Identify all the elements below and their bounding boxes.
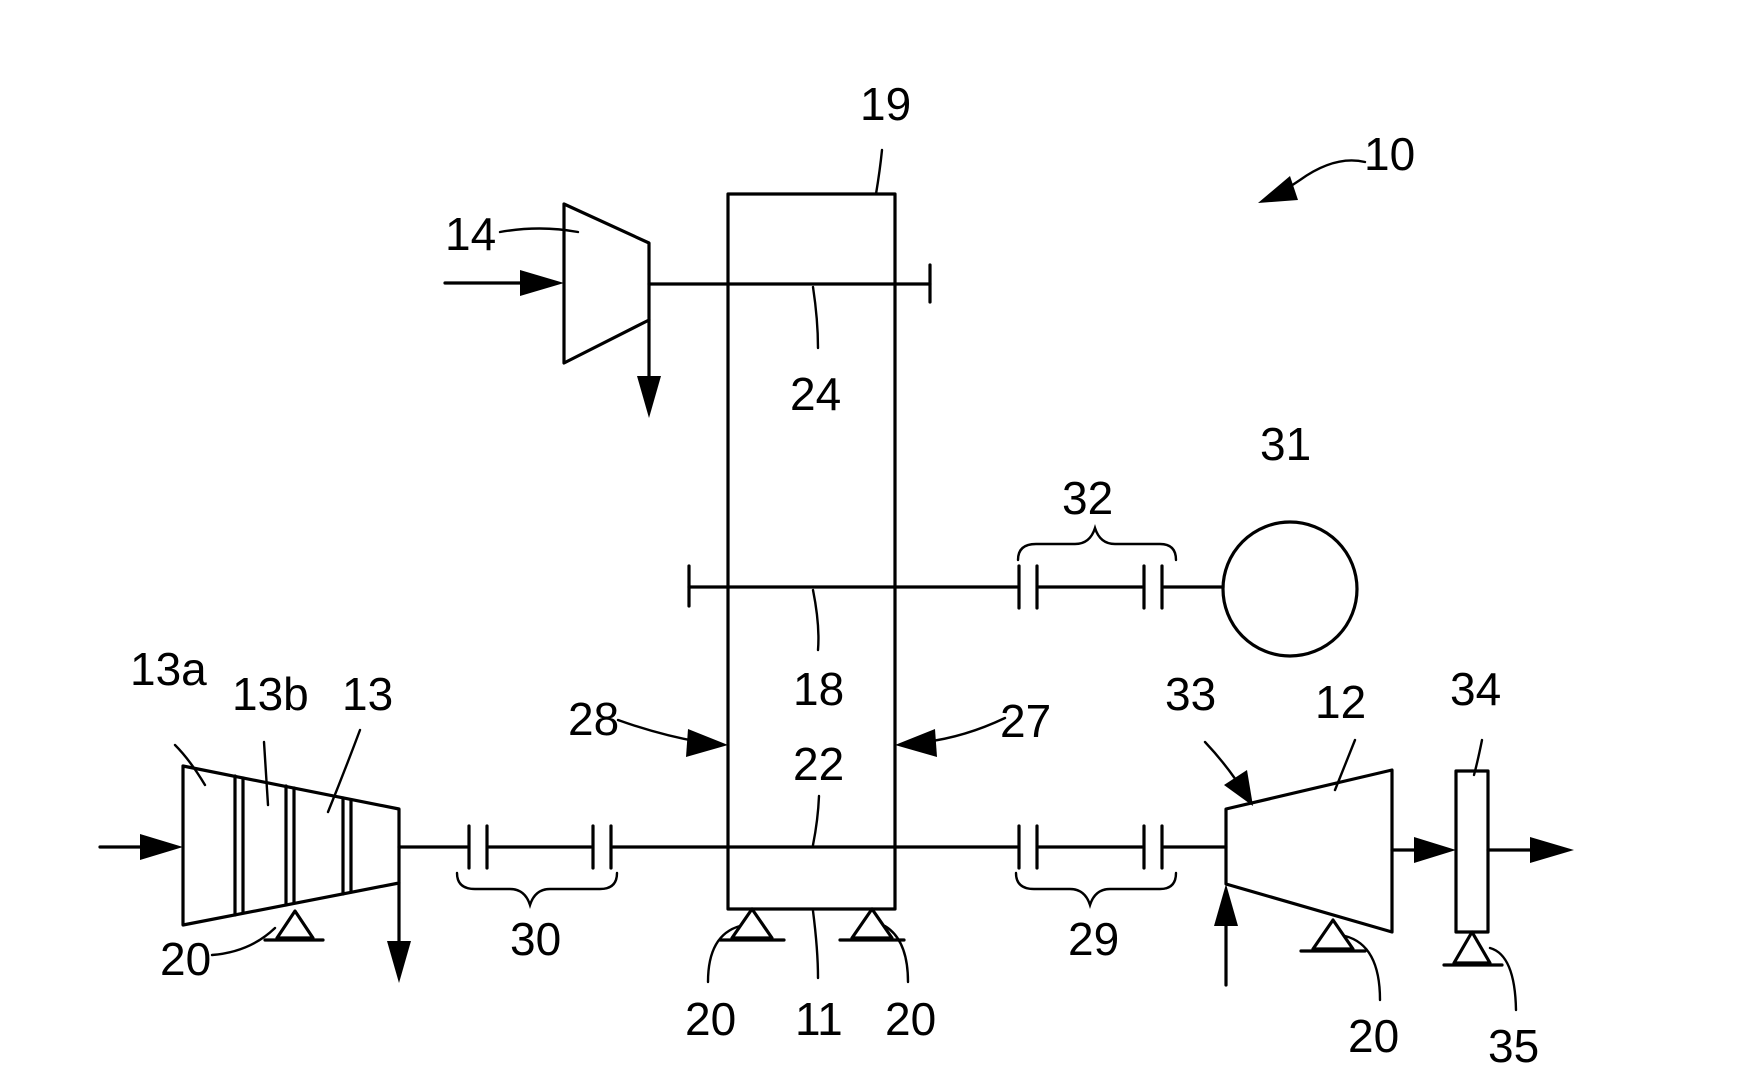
label-11: 11 [795,993,843,1045]
leader-13b [264,742,268,805]
label-13a: 13a [130,643,207,695]
leader-19 [876,150,882,194]
compressor-14-inlet-arrowhead [520,270,564,296]
bearing-support-35 [1454,932,1490,963]
arrow-33-line [1205,742,1236,780]
compressor-13-outlet-arrowhead [387,941,411,983]
motor-31 [1223,522,1357,656]
arrow-10-arrowhead [1258,176,1298,203]
compressor-13 [183,766,399,925]
leader-35 [1490,948,1516,1010]
gear-casing [728,194,895,909]
label-22: 22 [793,738,844,790]
leader-22 [813,796,819,845]
label-29: 29 [1068,913,1119,965]
label-20-left-casing: 20 [685,993,736,1045]
label-34: 34 [1450,663,1501,715]
arrow-27-arrowhead [895,729,937,757]
label-28: 28 [568,693,619,745]
leader-13a [175,745,205,785]
bearing-support-turbine-12 [1313,920,1353,949]
label-35: 35 [1488,1020,1539,1072]
label-30: 30 [510,913,561,965]
label-32: 32 [1062,472,1113,524]
brace-30 [457,873,617,905]
leader-18 [813,590,818,650]
label-19: 19 [860,78,911,130]
label-27: 27 [1000,695,1051,747]
arrow-27-line [925,718,1005,742]
leader-11 [813,911,818,978]
label-10: 10 [1364,128,1415,180]
component-34 [1456,771,1488,932]
label-20-turbine: 20 [1348,1010,1399,1062]
brace-32 [1018,528,1176,560]
label-24: 24 [790,368,841,420]
label-14: 14 [445,208,496,260]
bearing-support-casing-left [732,909,772,938]
component-34-outlet-arrowhead [1530,837,1574,863]
brace-29 [1016,873,1176,905]
label-12: 12 [1315,676,1366,728]
turbine-12-outlet-arrowhead [1414,837,1456,863]
label-13: 13 [342,668,393,720]
arrow-28-arrowhead [686,729,728,757]
label-31: 31 [1260,418,1311,470]
label-33: 33 [1165,668,1216,720]
label-13b: 13b [232,668,309,720]
label-20-right-casing: 20 [885,993,936,1045]
bearing-support-casing-right [852,909,892,938]
compressor-14 [564,204,649,363]
label-18: 18 [793,663,844,715]
label-20-compressor: 20 [160,933,211,985]
leader-24 [813,287,818,348]
leader-14 [500,229,578,233]
compressor-14-outlet-arrowhead [637,376,661,418]
turbine-12-inlet-arrowhead [1214,884,1238,926]
bearing-support-compressor-13 [277,911,313,938]
compressor-13-inlet-arrowhead [140,834,183,860]
arrow-33-arrowhead [1224,770,1253,806]
